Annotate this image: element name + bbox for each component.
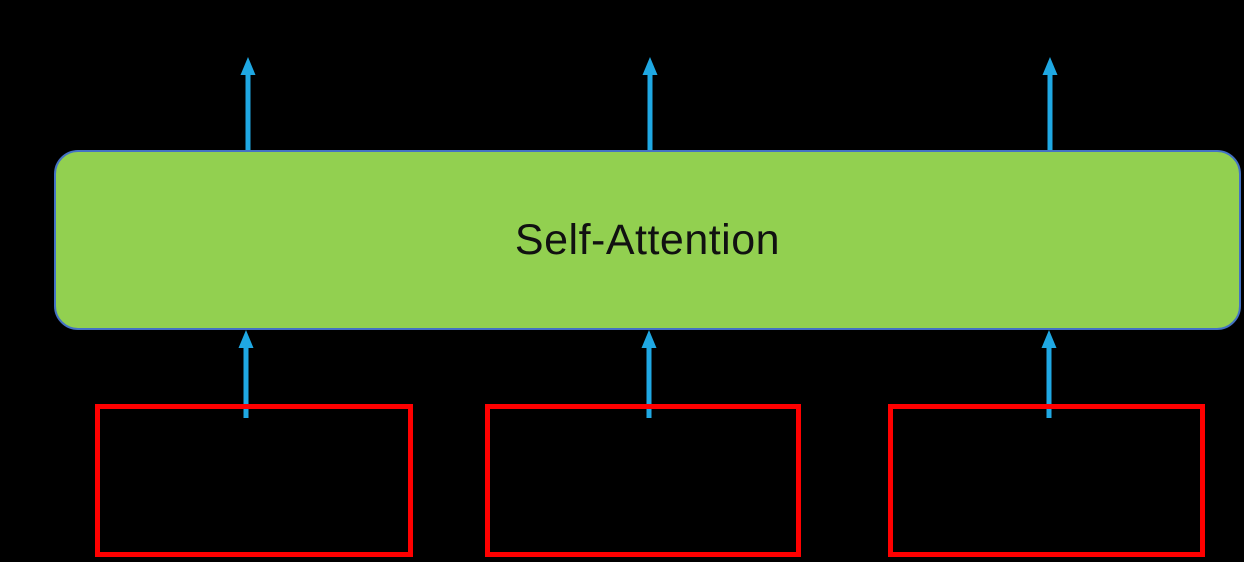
input-box-right <box>888 404 1205 557</box>
output-arrow-center <box>642 57 658 151</box>
output-arrow-right <box>1042 57 1058 151</box>
output-arrow-left <box>240 57 256 151</box>
self-attention-block: Self-Attention <box>54 150 1241 330</box>
input-box-left <box>95 404 413 557</box>
self-attention-label: Self-Attention <box>514 215 781 264</box>
input-box-center <box>485 404 801 557</box>
